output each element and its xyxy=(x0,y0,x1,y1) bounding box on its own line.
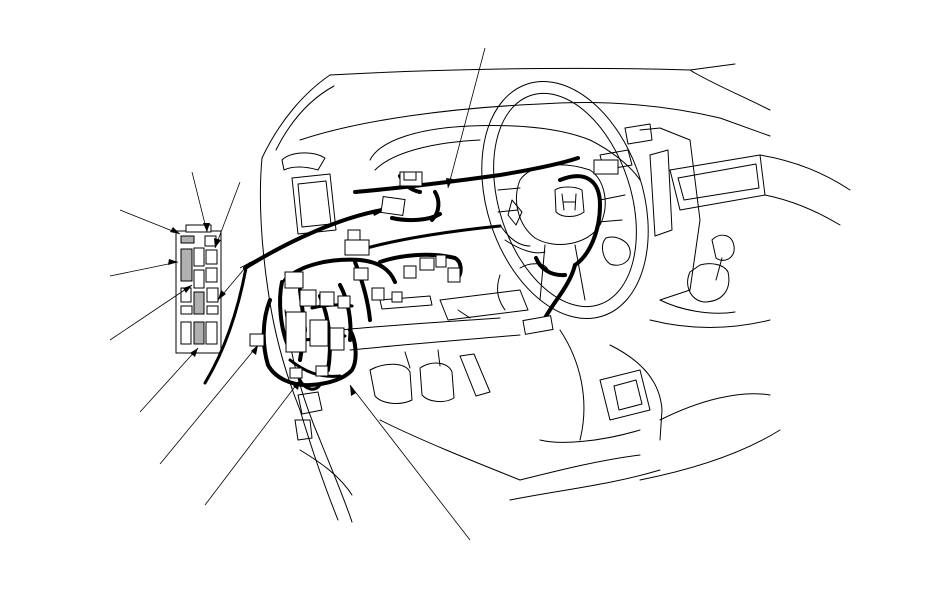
inset-bracket xyxy=(203,266,248,385)
callout-leader-4 xyxy=(139,347,199,413)
callout-arrowhead-5 xyxy=(203,223,210,232)
callout-leader-9 xyxy=(204,379,301,506)
callout-arrowhead-8 xyxy=(251,345,258,355)
steering-wheel xyxy=(481,80,649,320)
harness-upper-dash xyxy=(353,156,580,194)
callout-leaders xyxy=(109,47,486,541)
callout-leader-3 xyxy=(109,284,193,341)
callout-leader-6 xyxy=(214,181,241,249)
callout-leader-10 xyxy=(349,384,471,541)
callout-leader-2 xyxy=(109,261,179,277)
connector-e xyxy=(249,333,265,347)
callout-arrowhead-7 xyxy=(218,290,226,300)
callout-leader-5 xyxy=(191,171,208,233)
harness-main-trunk xyxy=(243,208,384,270)
callout-arrowhead-3 xyxy=(183,285,192,293)
callout-leader-11 xyxy=(447,47,486,189)
callout-arrowhead-4 xyxy=(190,348,198,357)
callout-leader-1 xyxy=(119,209,181,235)
dashboard-outline xyxy=(259,63,851,523)
connector-c xyxy=(344,239,370,256)
callout-arrowhead-6 xyxy=(214,238,221,248)
callout-arrowhead-1 xyxy=(170,227,180,234)
callout-arrowhead-2 xyxy=(168,259,178,265)
connector-d xyxy=(419,257,435,271)
connector-f xyxy=(522,315,554,335)
connector-a xyxy=(380,195,406,217)
connector-g xyxy=(593,159,619,175)
callout-arrowhead-10 xyxy=(350,385,356,396)
connectors xyxy=(249,159,619,379)
fuse-relay-box xyxy=(175,224,222,354)
callout-leader-8 xyxy=(159,344,259,465)
